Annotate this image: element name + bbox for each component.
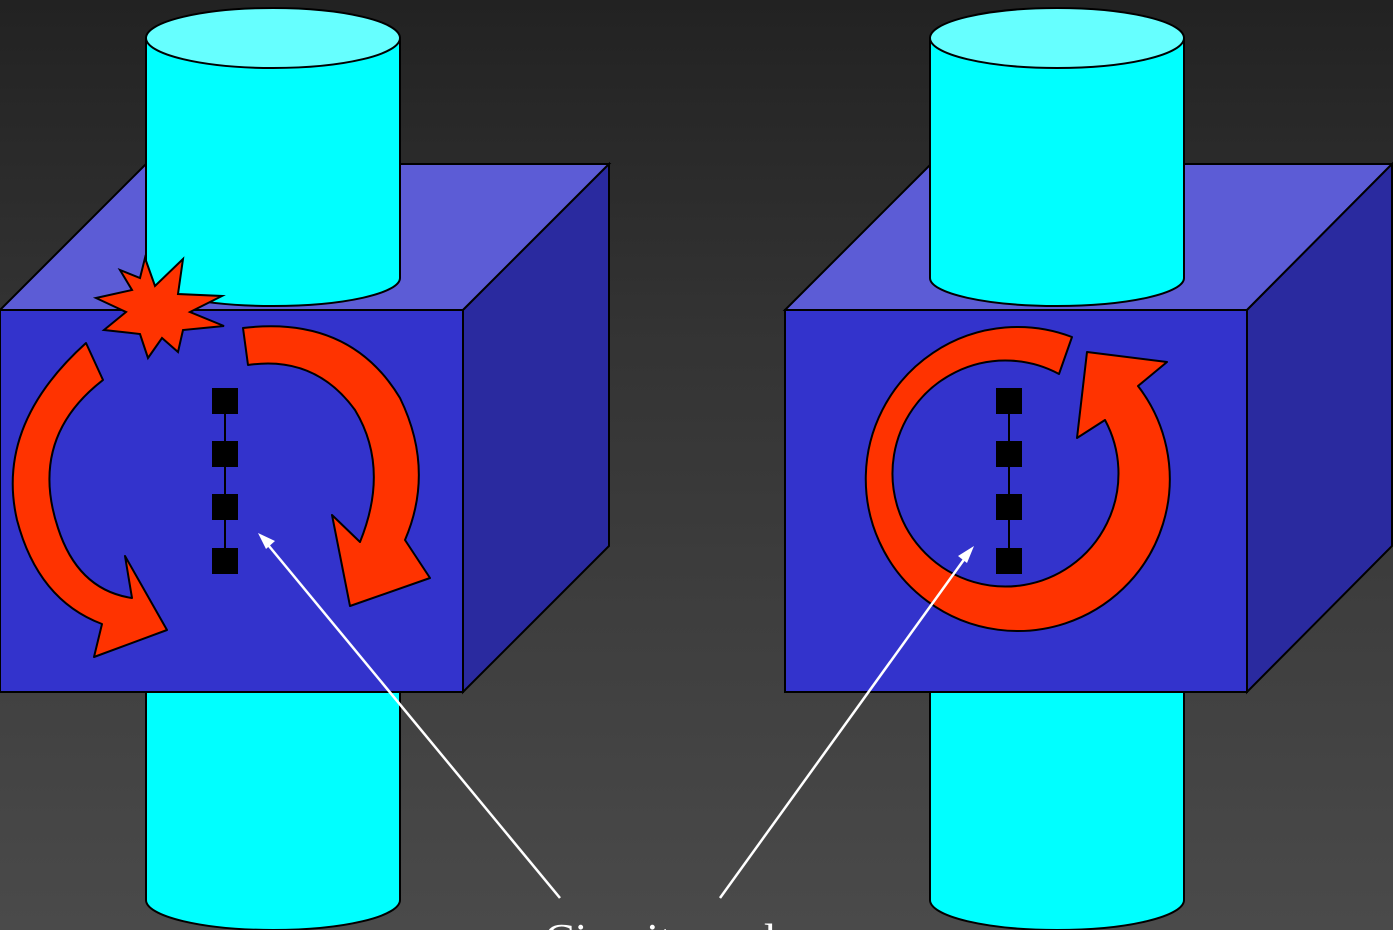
pointer-arrowhead-icon	[958, 546, 974, 563]
node-marker	[996, 441, 1022, 467]
node-marker	[996, 548, 1022, 574]
left-top-cylinder	[145, 7, 401, 307]
pointer-lines	[258, 533, 974, 899]
right-bottom-cylinder	[929, 689, 1185, 930]
pointer-line-left	[263, 539, 561, 899]
circular-arrow-icon	[864, 326, 1171, 632]
pointer-arrowhead-icon	[258, 533, 275, 549]
diagram-caption: Circuit...nodes	[544, 914, 814, 930]
right-top-cylinder	[929, 7, 1185, 307]
node-marker	[996, 388, 1022, 414]
left-module	[0, 7, 612, 930]
node-marker	[212, 441, 238, 467]
right-module	[782, 7, 1393, 930]
rotation-arrow-icon	[242, 325, 431, 607]
pointer-line-right	[718, 553, 970, 899]
right-node-chain	[996, 388, 1022, 574]
rotation-arrow-icon	[11, 342, 168, 658]
node-marker	[212, 388, 238, 414]
left-bottom-cylinder	[145, 689, 401, 930]
left-node-chain	[212, 388, 238, 574]
node-marker	[212, 494, 238, 520]
node-marker	[996, 494, 1022, 520]
node-marker	[212, 548, 238, 574]
burst-icon	[92, 254, 226, 361]
